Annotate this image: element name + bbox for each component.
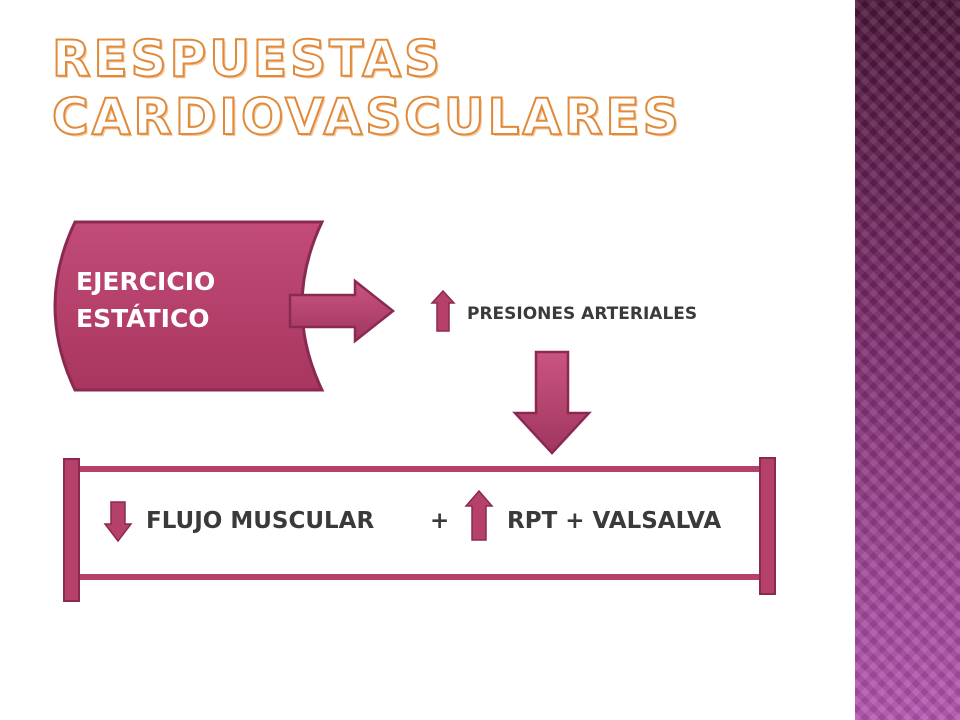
slide-title: RESPUESTAS CARDIOVASCULARES <box>51 29 682 147</box>
presiones-label: PRESIONES ARTERIALES <box>467 304 698 324</box>
down-arrow <box>512 350 592 455</box>
flujo-label: FLUJO MUSCULAR <box>146 508 375 534</box>
start-shape-label: EJERCICIO ESTÁTICO <box>76 263 215 337</box>
right-arrow <box>288 278 396 344</box>
result-box <box>63 457 776 602</box>
title-line-2: CARDIOVASCULARES <box>51 87 682 147</box>
start-shape-line-2: ESTÁTICO <box>76 304 210 333</box>
flujo-down-arrow <box>103 501 133 543</box>
title-line-1: RESPUESTAS <box>51 29 444 89</box>
start-shape-line-1: EJERCICIO <box>76 267 216 296</box>
plus-operator: + <box>430 508 450 534</box>
start-shape <box>53 220 325 392</box>
presiones-up-arrow <box>430 289 456 332</box>
decorative-side-band <box>855 0 960 720</box>
rpt-up-arrow <box>464 489 494 541</box>
rpt-label: RPT + VALSALVA <box>507 508 722 534</box>
